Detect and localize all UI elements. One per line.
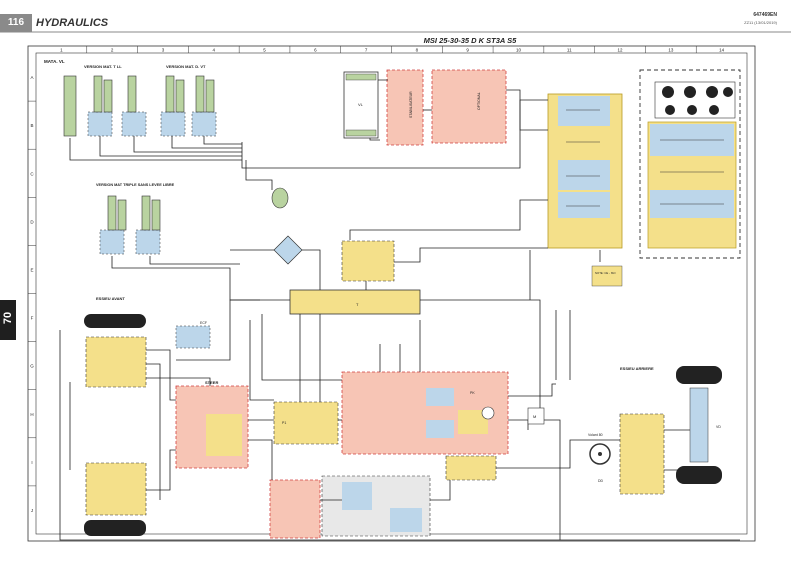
hydraulic-tank [289,289,421,315]
valve-block-triple-1 [99,229,125,255]
steer-valve-zone [206,414,242,456]
column-label: 14 [719,48,725,53]
document-revision: ZZ11 (13/01/2019) [744,20,777,25]
label-mata-vl: MATA. VL [44,59,65,64]
row-label: E [30,267,33,272]
rear-wheels [676,366,722,484]
label-volant: Volant 80 [588,433,603,437]
diagram-title: MSI 25-30-35 D K ST3A S5 [424,36,518,45]
attachment-icons [662,86,733,115]
accumulator [271,187,289,209]
column-label: 11 [567,48,572,53]
bottom-valve-2 [390,508,422,532]
label-steer: STEER [205,380,218,385]
distributor-section-4 [558,192,610,218]
front-axle-zone-top [85,336,147,388]
rear-wheel-bottom [676,466,722,484]
rear-wheel-top [676,366,722,384]
optional-zone [431,69,507,144]
front-wheel-top [84,314,146,328]
row-label: B [30,123,33,128]
label-optional: OPTIONAL [477,92,481,110]
ecf-valve-zone [175,325,211,349]
distributor-spools [566,109,724,207]
mast-cylinder-1 [63,75,77,137]
valve-block-left-2 [121,111,147,137]
lift-cylinder-vl [343,71,379,139]
label-note: NOTE: CE - ISO [595,271,616,275]
stabilizer-zone [386,69,424,146]
label-pump: P1 [282,421,286,425]
label-ecf: ECF [200,321,207,325]
column-label: 1 [60,48,63,53]
brake-valve-zone [445,455,497,481]
row-label: C [30,171,34,176]
distributor-section-3 [558,160,610,190]
label-tank: T [356,302,359,307]
row-label: G [30,364,34,369]
distributor-section-1 [558,96,610,126]
rear-axle-beam [689,387,709,463]
row-label: F [31,316,34,321]
column-label: 2 [111,48,114,53]
label-stabilisateur: STABILISATEUR [409,91,413,118]
column-label: 3 [162,48,165,53]
section-title: HYDRAULICS [36,17,109,29]
page-header: 116 HYDRAULICS 647469EN ZZ11 (13/01/2019… [0,12,791,32]
column-label: 4 [212,48,215,53]
column-label: 5 [263,48,266,53]
pump-zone [273,401,339,445]
column-label: 7 [365,48,368,53]
label-motor: M [533,414,536,419]
label-version-d-vt: VERSION MAT. D. VT [166,64,206,69]
column-label: 10 [516,48,522,53]
column-label: 9 [466,48,469,53]
note-box [591,265,623,287]
row-label: A [30,75,33,80]
label-vd: VD [716,425,721,429]
valve-block-left-1 [87,111,113,137]
page-number-badge: 116 [0,14,32,32]
valve-block-left-3 [160,111,186,137]
control-valve-1 [426,388,454,406]
filter-symbol [273,235,303,265]
column-label: 6 [314,48,317,53]
label-vl: VL [358,102,364,107]
column-label: 13 [668,48,674,53]
label-version-triple: VERSION MAT TRIPLE SANS LEVEE LIBRE [96,183,175,187]
front-wheel-bottom [84,520,146,536]
column-label: 12 [618,48,624,53]
label-version-t-ll: VERSION MAT. T LL [84,64,122,69]
rear-axle-zone [619,413,665,495]
row-label: D [30,219,34,224]
pump-symbol [481,406,495,420]
column-label: 8 [416,48,419,53]
row-label: I [31,460,32,465]
label-pk: PK [470,391,475,395]
bottom-block-1 [269,479,321,539]
bottom-valve-1 [342,482,372,510]
optional-distributor-group [639,69,741,259]
mast-cylinders [63,75,215,231]
valve-block-triple-2 [135,229,161,255]
front-axle-zone-bottom [85,462,147,516]
label-dd: DD [598,479,604,483]
chapter-tab: 70 [0,300,16,340]
label-essieu-arriere: ESSIEU ARRIERE [620,366,654,371]
label-essieu-avant: ESSIEU AVANT [96,296,125,301]
document-code: 647469EN [753,12,777,18]
valve-block-left-4 [191,111,217,137]
motor-m [527,407,545,425]
control-valve-2 [426,420,454,438]
row-labels: A B C D E F G H I J [28,75,36,513]
filter-block-zone [341,240,395,282]
steering-wheel-icon [589,443,611,465]
row-label: H [30,412,33,417]
row-label: J [31,508,33,513]
front-wheels [84,314,146,536]
